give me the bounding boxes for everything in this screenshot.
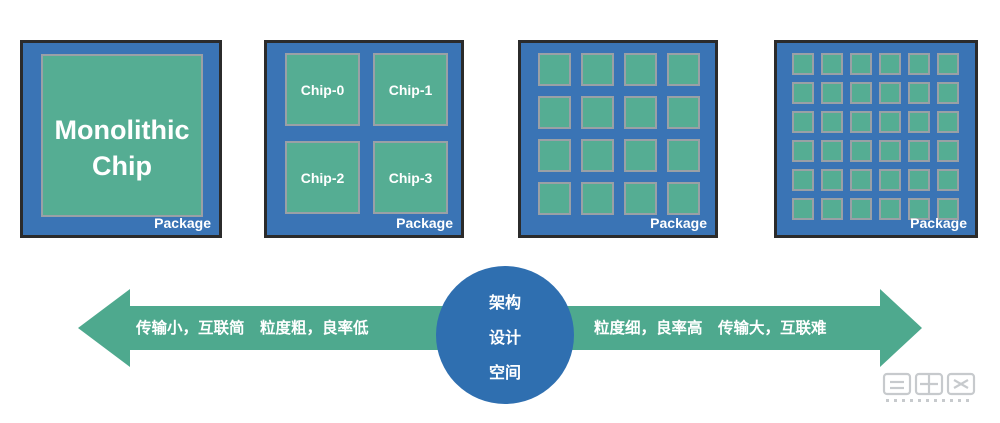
chiplet: [792, 53, 814, 75]
chiplet: [908, 111, 930, 133]
chiplet: [821, 53, 843, 75]
chip-0: Chip-0: [285, 53, 360, 126]
package-2x2: Chip-0 Chip-1 Chip-2 Chip-3 Package: [264, 40, 464, 238]
chiplet: [821, 169, 843, 191]
chiplet: [624, 96, 657, 129]
chip-3: Chip-3: [373, 141, 448, 214]
chiplet: [850, 53, 872, 75]
chiplet: [850, 82, 872, 104]
chiplet: [792, 198, 814, 220]
chiplet: [937, 53, 959, 75]
chiplet: [792, 111, 814, 133]
monolithic-chip: Monolithic Chip: [41, 54, 203, 217]
chip-2-label: Chip-2: [300, 169, 345, 186]
chiplet: [624, 139, 657, 172]
arrow-right-text: 粒度细，良率高 传输大，互联难: [594, 320, 827, 337]
chiplet: [581, 182, 614, 215]
chiplet: [821, 82, 843, 104]
chip-1-label: Chip-1: [388, 81, 433, 98]
chiplet: [879, 82, 901, 104]
package-label: Package: [650, 215, 707, 231]
chiplet: [879, 198, 901, 220]
chiplet: [538, 96, 571, 129]
chiplet: [667, 139, 700, 172]
package-label: Package: [154, 215, 211, 231]
chip-3-label: Chip-3: [388, 169, 433, 186]
chiplet: [908, 169, 930, 191]
package-monolithic: Monolithic Chip Package: [20, 40, 222, 238]
zhidx-logo-icon: [882, 372, 976, 402]
chip-1: Chip-1: [373, 53, 448, 126]
chiplet: [821, 140, 843, 162]
chiplet: [850, 198, 872, 220]
monolithic-chip-label: Monolithic Chip: [54, 115, 190, 181]
chip-2: Chip-2: [285, 141, 360, 214]
circle-line-1: 架构: [488, 295, 521, 312]
design-space-circle: 架构 设计 空间: [436, 266, 574, 404]
chiplet: [581, 53, 614, 86]
chiplet: [821, 198, 843, 220]
chiplet: [879, 53, 901, 75]
circle-line-2: 设计: [488, 330, 521, 347]
chiplet: [937, 140, 959, 162]
circle-line-3: 空间: [488, 365, 521, 382]
chiplet: [908, 198, 930, 220]
chiplet: [538, 53, 571, 86]
package-6x6: Package: [774, 40, 978, 238]
chiplet: [667, 53, 700, 86]
chiplet: [879, 169, 901, 191]
chiplet: [937, 169, 959, 191]
chiplet: [538, 182, 571, 215]
chiplet: [624, 53, 657, 86]
chiplet: [908, 53, 930, 75]
chiplet: [538, 139, 571, 172]
chiplet: [667, 182, 700, 215]
arrow-left-text: 传输小，互联简 粒度粗，良率低: [136, 320, 369, 337]
chiplet: [879, 111, 901, 133]
chiplet: [581, 139, 614, 172]
chiplet: [937, 198, 959, 220]
chiplet: [581, 96, 614, 129]
chiplet: [937, 111, 959, 133]
package-label: Package: [910, 215, 967, 231]
chiplet: [850, 140, 872, 162]
chiplet: [792, 82, 814, 104]
chiplet: [850, 111, 872, 133]
chiplet: [879, 140, 901, 162]
chiplet: [908, 82, 930, 104]
chiplet: [850, 169, 872, 191]
chiplet: [624, 182, 657, 215]
chiplet: [667, 96, 700, 129]
chiplet: [937, 82, 959, 104]
chiplet: [821, 111, 843, 133]
chip-0-label: Chip-0: [300, 81, 345, 98]
package-4x4: Package: [518, 40, 718, 238]
chiplet: [908, 140, 930, 162]
chiplet: [792, 140, 814, 162]
chiplet: [792, 169, 814, 191]
package-label: Package: [396, 215, 453, 231]
